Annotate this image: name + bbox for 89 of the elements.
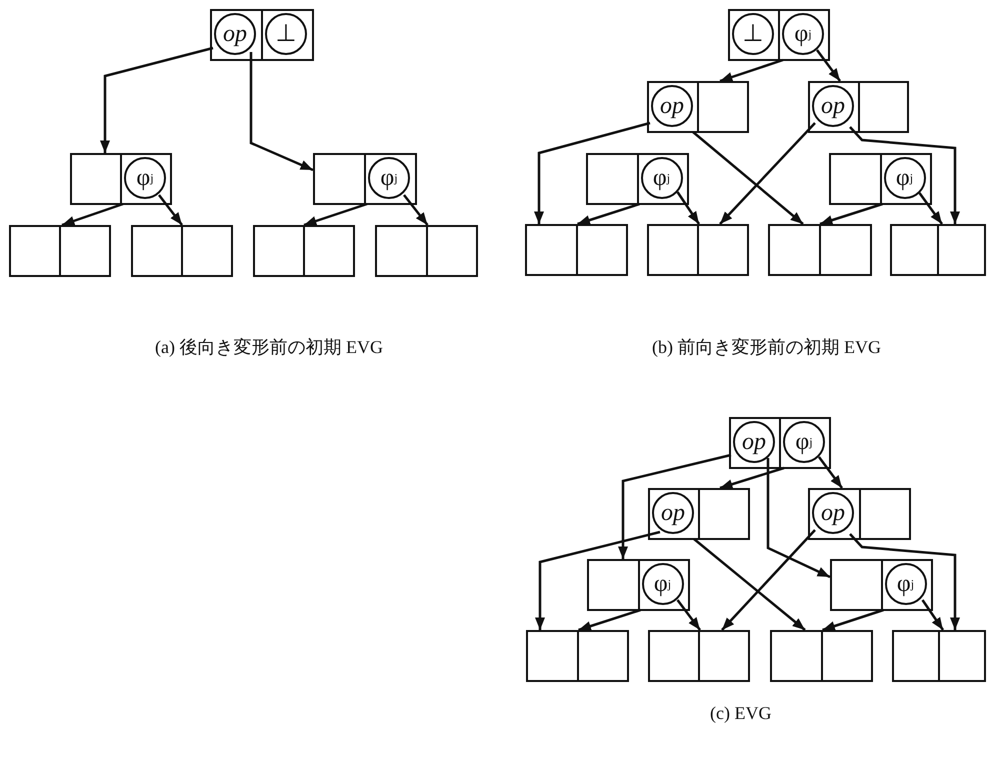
field-cell xyxy=(131,225,183,277)
field-cell xyxy=(9,225,61,277)
field-cell xyxy=(697,224,749,276)
field-cell xyxy=(648,630,700,682)
arrow xyxy=(304,202,368,226)
arrow xyxy=(720,466,784,490)
field-cell xyxy=(648,488,700,540)
field-cell xyxy=(587,559,640,611)
circled-symbol: op xyxy=(812,492,854,534)
circled-symbol: op xyxy=(652,492,694,534)
arrow xyxy=(820,202,883,226)
arrow xyxy=(676,191,700,225)
arrow xyxy=(849,126,960,224)
circled-symbol: op xyxy=(214,13,256,55)
arrow xyxy=(534,122,650,224)
field-cell xyxy=(779,417,831,469)
field-cell xyxy=(636,153,689,205)
figure-caption: (c) EVG xyxy=(710,703,772,724)
arrow xyxy=(100,46,214,153)
field-cell xyxy=(426,225,478,277)
field-cell xyxy=(892,630,940,682)
field-cell xyxy=(728,9,780,61)
field-cell xyxy=(303,225,355,277)
field-cell xyxy=(808,488,860,540)
arrow xyxy=(816,49,841,82)
circled-symbol: op xyxy=(733,421,775,463)
field-cell xyxy=(638,559,690,611)
field-cell xyxy=(819,224,872,276)
field-cell xyxy=(698,630,750,682)
field-cell xyxy=(858,81,909,133)
arrow xyxy=(693,538,806,631)
field-cell xyxy=(820,630,873,682)
figure-caption: (b) 前向き変形前の初期 EVG xyxy=(652,336,881,359)
field-cell xyxy=(586,153,638,205)
arrow xyxy=(577,202,640,226)
field-cell xyxy=(829,153,882,205)
field-cell xyxy=(768,224,821,276)
arrow xyxy=(719,122,816,225)
field-cell xyxy=(770,630,822,682)
field-cell xyxy=(261,9,314,61)
field-cell xyxy=(880,559,933,611)
circled-symbol: ⊥ xyxy=(732,13,774,55)
arrow xyxy=(676,599,701,631)
field-cell xyxy=(120,153,172,205)
arrow xyxy=(822,608,884,632)
arrow xyxy=(818,456,843,489)
arrow xyxy=(921,599,944,631)
field-cell xyxy=(830,559,882,611)
field-cell xyxy=(210,9,263,61)
arrow xyxy=(62,202,124,226)
field-cell xyxy=(525,224,578,276)
field-cell xyxy=(375,225,428,277)
circled-symbol: op xyxy=(651,85,693,127)
figure-caption: (a) 後向き変形前の初期 EVG xyxy=(155,336,383,359)
field-cell xyxy=(778,9,830,61)
circled-symbol: op xyxy=(812,85,854,127)
field-cell xyxy=(890,224,939,276)
arrow xyxy=(250,52,314,172)
field-cell xyxy=(938,630,986,682)
arrow xyxy=(849,533,960,630)
field-cell xyxy=(729,417,781,469)
arrow xyxy=(158,194,183,226)
field-cell xyxy=(181,225,233,277)
field-cell xyxy=(880,153,932,205)
field-cell xyxy=(937,224,986,276)
arrow xyxy=(535,530,660,630)
field-cell xyxy=(858,488,911,540)
field-cell xyxy=(253,225,305,277)
field-cell xyxy=(364,153,417,205)
field-cell xyxy=(647,224,699,276)
arrow xyxy=(692,131,804,225)
field-cell xyxy=(576,224,628,276)
arrow xyxy=(721,529,816,631)
circled-symbol: ⊥ xyxy=(265,13,307,55)
field-cell xyxy=(70,153,122,205)
arrow xyxy=(618,454,732,559)
arrow xyxy=(720,58,784,82)
field-cell xyxy=(576,630,629,682)
field-cell xyxy=(647,81,699,133)
arrow xyxy=(403,194,428,226)
field-cell xyxy=(698,488,750,540)
field-cell xyxy=(526,630,578,682)
field-cell xyxy=(808,81,860,133)
arrow xyxy=(766,458,831,578)
arrow xyxy=(578,608,641,632)
arrow xyxy=(918,192,944,225)
field-cell xyxy=(59,225,111,277)
field-cell xyxy=(697,81,749,133)
field-cell xyxy=(313,153,366,205)
